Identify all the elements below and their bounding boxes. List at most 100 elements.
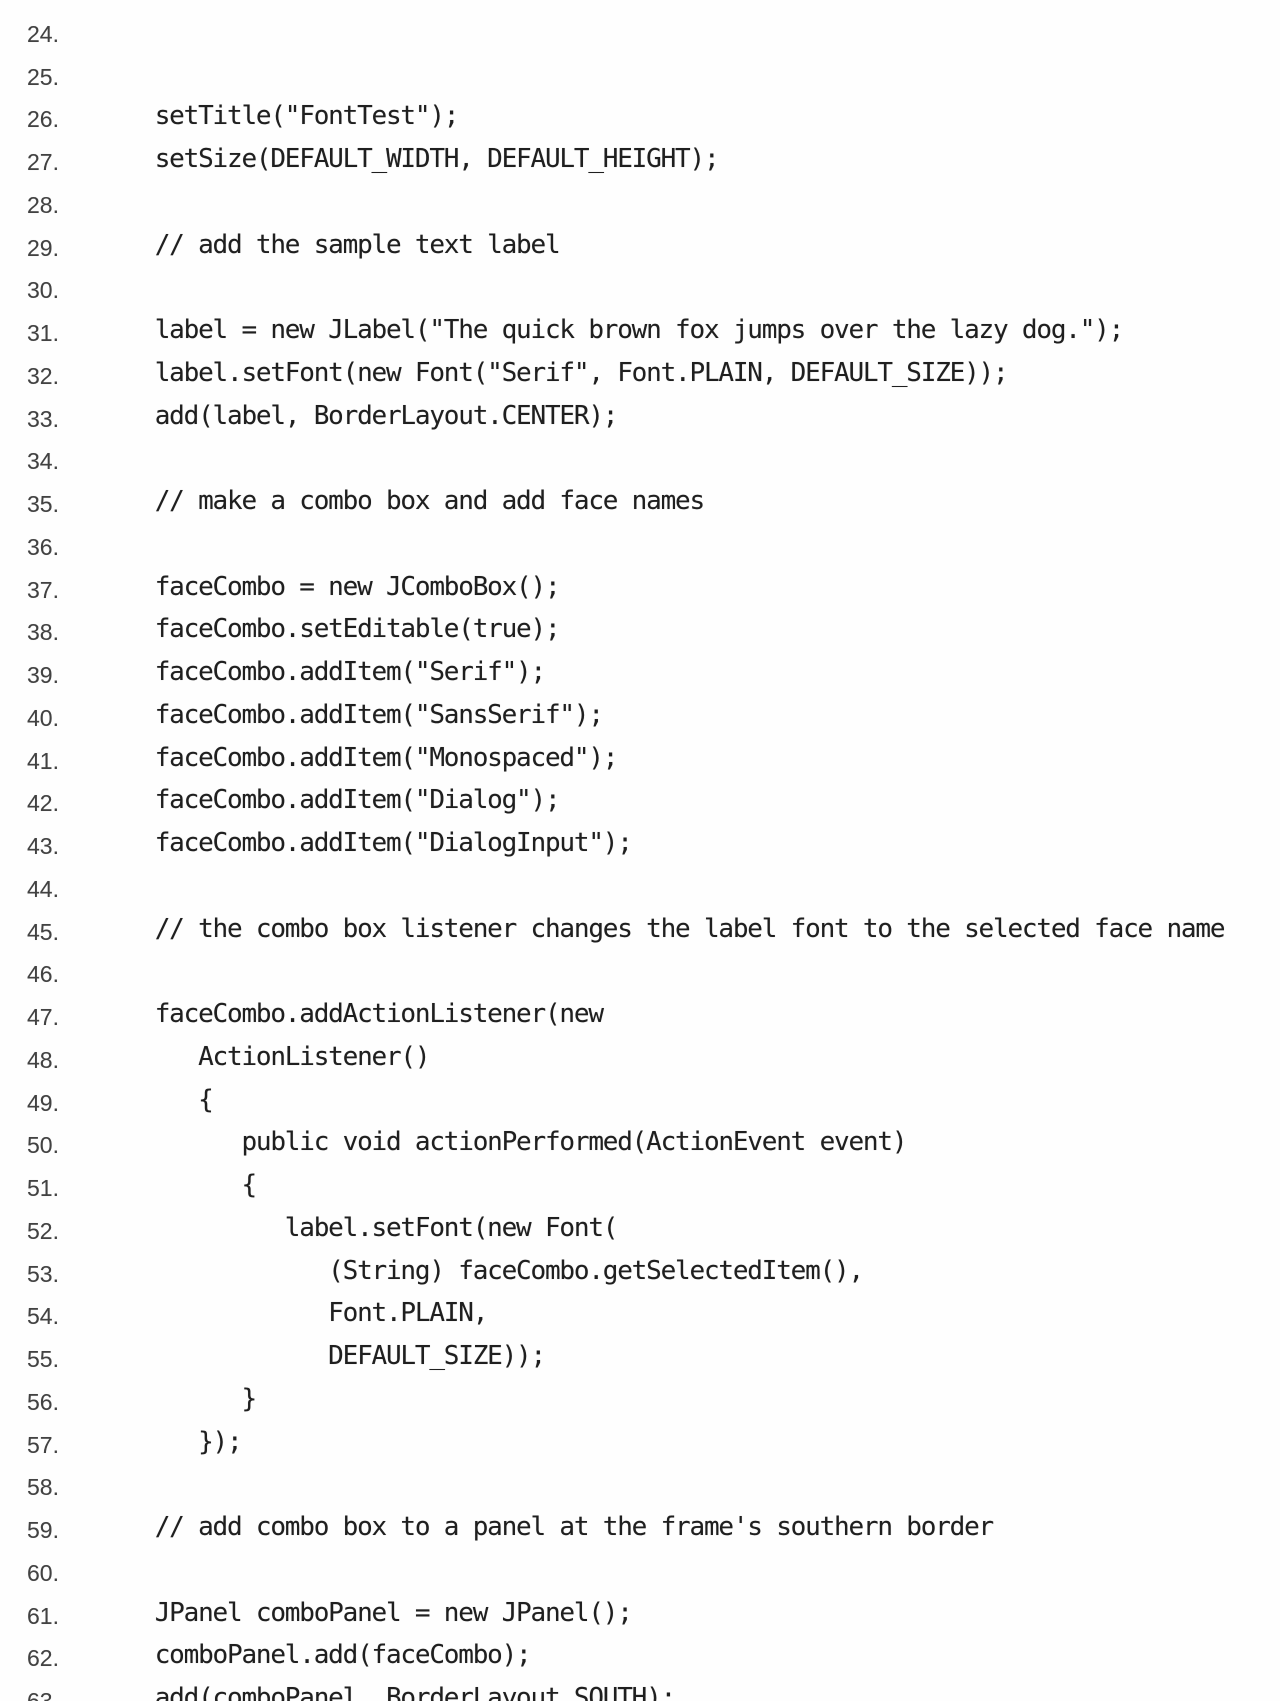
code-line: 24. setSize(DEFAULT_WIDTH, DEFAULT_HEIGH… [0,10,1280,174]
line-number: 52. [27,1217,59,1244]
code-line: 61. } [0,1592,1280,1635]
line-number: 32. [27,362,59,389]
code-line: 39. faceCombo.addItem("Dialog"); [0,651,1280,815]
code-text: { [68,1084,214,1115]
line-number: 62. [27,1645,59,1672]
code-text: } [68,1383,257,1414]
line-number: 24. [27,20,59,47]
code-text: DEFAULT_SIZE)); [68,1341,546,1372]
line-number: 40. [27,704,59,731]
code-line: 40. faceCombo.addItem("DialogInput"); [0,694,1280,858]
code-text: faceCombo.addActionListener(new [68,999,604,1030]
code-text: faceCombo.setEditable(true); [68,614,561,645]
code-line: 28. label = new JLabel("The quick brown … [0,181,1280,345]
line-number: 48. [27,1046,59,1073]
line-number: 27. [27,149,59,175]
code-text: (String) faceCombo.getSelectedItem(), [68,1255,864,1286]
code-line: 56. // add combo box to a panel at the f… [0,1378,1280,1542]
code-text: // add combo box to a panel at the frame… [68,1512,994,1543]
line-number: 35. [27,491,59,517]
line-number: 25. [27,63,59,90]
code-line: 63. public static final int DEFAULT_WIDT… [0,1677,1280,1701]
line-number: 45. [27,918,59,945]
code-line: 36. faceCombo.addItem("Serif"); [0,523,1280,687]
line-number: 47. [27,1004,59,1030]
code-line: 49. label.setFont(new Font( [0,1079,1280,1243]
line-number: 63. [27,1688,59,1701]
code-line: 48. { [0,1036,1280,1200]
code-text: // the combo box listener changes the la… [68,913,1226,944]
line-number: 29. [27,234,59,261]
code-line: 45. ActionListener() [0,908,1280,1072]
code-text: JPanel comboPanel = new JPanel(); [68,1597,633,1628]
code-text: add(comboPanel, BorderLayout.SOUTH); [68,1683,677,1701]
code-text: faceCombo.addItem("Serif"); [68,657,546,688]
code-text: }); [68,1426,243,1457]
line-number: 37. [27,576,59,603]
line-number: 60. [27,1559,59,1586]
code-line: 37. faceCombo.addItem("SansSerif"); [0,566,1280,730]
code-line: 60. add(comboPanel, BorderLayout.SOUTH); [0,1549,1280,1701]
code-text: Font.PLAIN, [68,1298,488,1329]
line-number: 56. [27,1388,59,1415]
line-number: 38. [27,619,59,646]
line-number: 53. [27,1260,59,1287]
code-text: label.setFont(new Font( [68,1212,619,1243]
code-text: ActionListener() [68,1041,430,1072]
line-number: 50. [27,1132,59,1159]
code-line: 30. add(label, BorderLayout.CENTER); [0,266,1280,430]
code-text: { [68,1170,257,1201]
code-line: 62. [0,1634,1280,1677]
code-text: faceCombo = new JComboBox(); [68,571,561,602]
code-text: faceCombo.addItem("DialogInput"); [68,828,633,859]
code-text: // add the sample text label [68,229,561,260]
code-line: 34. faceCombo = new JComboBox(); [0,437,1280,601]
line-number: 51. [27,1175,59,1201]
code-line: 35. faceCombo.setEditable(true); [0,480,1280,644]
line-number: 57. [27,1431,59,1458]
line-number: 28. [27,191,59,218]
line-number: 42. [27,790,59,817]
code-line: 27. [0,138,1280,181]
line-number: 33. [27,405,59,432]
line-number: 55. [27,1346,59,1372]
code-line: 47. public void actionPerformed(ActionEv… [0,993,1280,1157]
code-text: faceCombo.addItem("Dialog"); [68,785,561,816]
code-line: 25. [0,53,1280,96]
code-line: 57. [0,1421,1280,1464]
code-line: 46. { [0,950,1280,1114]
line-number: 41. [27,747,59,774]
code-line: 26. // add the sample text label [0,95,1280,259]
line-number: 43. [27,833,59,859]
line-number: 34. [27,448,59,475]
code-text: faceCombo.addItem("SansSerif"); [68,699,604,730]
code-line: 41. [0,737,1280,780]
code-line: 55. [0,1335,1280,1378]
code-line: 29. label.setFont(new Font("Serif", Font… [0,224,1280,388]
code-line: 58. JPanel comboPanel = new JPanel(); [0,1463,1280,1627]
code-line: 52. DEFAULT_SIZE)); [0,1207,1280,1371]
line-number: 54. [27,1303,59,1330]
line-number: 49. [27,1089,59,1116]
line-number: 26. [27,106,59,133]
code-text: setSize(DEFAULT_WIDTH, DEFAULT_HEIGHT); [68,144,720,175]
code-line: 53. } [0,1250,1280,1414]
line-number: 46. [27,961,59,988]
code-text: comboPanel.add(faceCombo); [68,1640,532,1671]
code-text: setTitle("FontTest"); [68,101,460,132]
code-line: 59. comboPanel.add(faceCombo); [0,1506,1280,1670]
code-line: 32. // make a combo box and add face nam… [0,352,1280,516]
code-line: 50. (String) faceCombo.getSelectedItem()… [0,1121,1280,1285]
code-text: label.setFont(new Font("Serif", Font.PLA… [68,357,1009,388]
code-line: 23. setTitle("FontTest"); [0,0,1280,131]
code-text: faceCombo.addItem("Monospaced"); [68,742,619,773]
line-number: 23. [27,0,59,13]
code-line: 33. [0,395,1280,438]
code-text: public void actionPerformed(ActionEvent … [68,1127,907,1158]
code-line: 54. }); [0,1292,1280,1456]
code-text: add(label, BorderLayout.CENTER); [68,400,619,431]
line-number: 30. [27,277,59,304]
code-line: 31. [0,309,1280,352]
line-number: 59. [27,1517,59,1543]
